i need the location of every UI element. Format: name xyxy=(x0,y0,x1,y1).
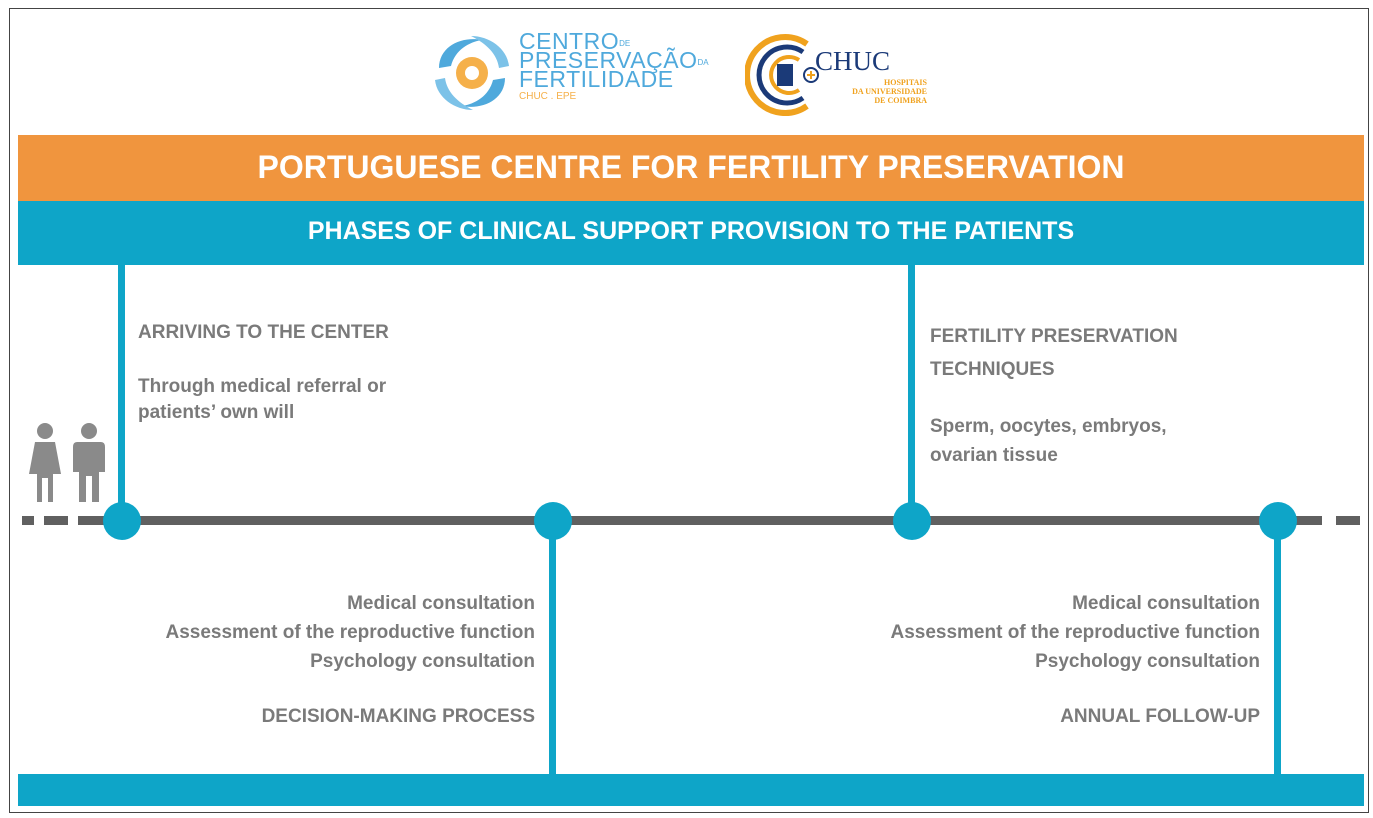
connector-decision xyxy=(549,520,556,774)
subtitle-banner: PHASES OF CLINICAL SUPPORT PROVISION TO … xyxy=(18,201,1364,265)
techniques-title2: TECHNIQUES xyxy=(930,359,1055,380)
milestone-dot-decision xyxy=(534,502,572,540)
main-title-banner: PORTUGUESE CENTRE FOR FERTILITY PRESERVA… xyxy=(18,135,1364,201)
timeline-dash xyxy=(1336,516,1360,525)
figure-frame xyxy=(9,8,1369,813)
cpf-logo: CENTRODE PRESERVAÇÃODA FERTILIDADE CHUC … xyxy=(427,28,717,128)
chuc-logo: CHUC HOSPITAIS DA UNIVERSIDADE DE COIMBR… xyxy=(745,28,945,128)
cpf-logo-text: CENTRODE PRESERVAÇÃODA FERTILIDADE CHUC … xyxy=(519,30,709,103)
timeline-dash xyxy=(1292,516,1322,525)
timeline-dash xyxy=(44,516,68,525)
connector-techniques xyxy=(908,265,915,520)
cpf-line1: CENTRO xyxy=(519,28,620,54)
arriving-title: ARRIVING TO THE CENTER xyxy=(138,322,389,343)
cpf-line2-sup: DA xyxy=(697,58,709,67)
decision-line2: Assessment of the reproductive function xyxy=(165,622,535,643)
timeline-dash xyxy=(22,516,34,525)
connector-arriving xyxy=(118,265,125,520)
timeline-dash xyxy=(78,516,112,525)
milestone-dot-followup xyxy=(1259,502,1297,540)
connector-followup xyxy=(1274,520,1281,774)
arriving-line1: Through medical referral or xyxy=(138,376,387,397)
followup-line1: Medical consultation xyxy=(1072,593,1260,614)
hands-circle-icon xyxy=(435,36,509,110)
arriving-line2: patients’ own will xyxy=(138,402,295,423)
cpf-line3: FERTILIDADE xyxy=(519,66,674,92)
bottom-bar xyxy=(18,774,1364,806)
chuc-sub1: HOSPITAIS xyxy=(884,78,927,87)
techniques-block: FERTILITY PRESERVATION TECHNIQUES Sperm,… xyxy=(930,320,1350,470)
decision-title: DECISION-MAKING PROCESS xyxy=(261,706,535,727)
chuc-sub3: DE COIMBRA xyxy=(874,96,927,105)
milestone-dot-arriving xyxy=(103,502,141,540)
techniques-title1: FERTILITY PRESERVATION xyxy=(930,326,1178,347)
timeline-line xyxy=(112,516,1292,525)
decision-line3: Psychology consultation xyxy=(310,651,535,672)
chuc-emblem-icon xyxy=(745,34,819,116)
followup-line2: Assessment of the reproductive function xyxy=(890,622,1260,643)
cpf-line1-sup: DE xyxy=(619,39,631,48)
arriving-block: ARRIVING TO THE CENTER Through medical r… xyxy=(138,320,538,426)
techniques-line2: ovarian tissue xyxy=(930,445,1058,466)
techniques-line1: Sperm, oocytes, embryos, xyxy=(930,416,1167,437)
patients-couple-icon xyxy=(29,423,105,502)
followup-title: ANNUAL FOLLOW-UP xyxy=(1060,706,1260,727)
cpf-line2: PRESERVAÇÃO xyxy=(519,47,698,73)
milestone-dot-techniques xyxy=(893,502,931,540)
chuc-sub2: DA UNIVERSIDADE xyxy=(852,87,927,96)
decision-block: Medical consultation Assessment of the r… xyxy=(20,589,535,731)
decision-line1: Medical consultation xyxy=(347,593,535,614)
logo-area: CENTRODE PRESERVAÇÃODA FERTILIDADE CHUC … xyxy=(0,18,1373,128)
followup-line3: Psychology consultation xyxy=(1035,651,1260,672)
chuc-subtitle: HOSPITAIS DA UNIVERSIDADE DE COIMBRA xyxy=(837,78,927,105)
chuc-name: CHUC xyxy=(815,46,891,76)
cpf-line4: CHUC . EPE xyxy=(519,91,577,102)
followup-block: Medical consultation Assessment of the r… xyxy=(700,589,1260,731)
